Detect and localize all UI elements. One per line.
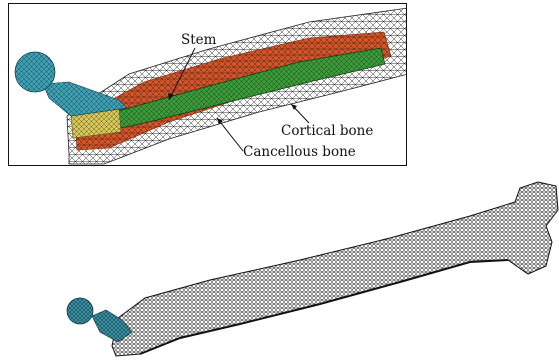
label-cortical-bone: Cortical bone <box>281 123 373 139</box>
label-cancellous-bone: Cancellous bone <box>243 144 356 160</box>
leader-cancellous <box>217 118 243 151</box>
femur-mesh-view <box>0 170 559 361</box>
femur-svg <box>0 170 559 361</box>
implant-head-shape <box>67 298 93 324</box>
femur-shape <box>112 182 558 356</box>
inset-section-view: Stem Cortical bone Cancellous bone <box>8 3 407 166</box>
femoral-head-shape <box>15 52 55 92</box>
label-stem: Stem <box>181 32 217 48</box>
inset-svg: Stem Cortical bone Cancellous bone <box>9 4 407 166</box>
